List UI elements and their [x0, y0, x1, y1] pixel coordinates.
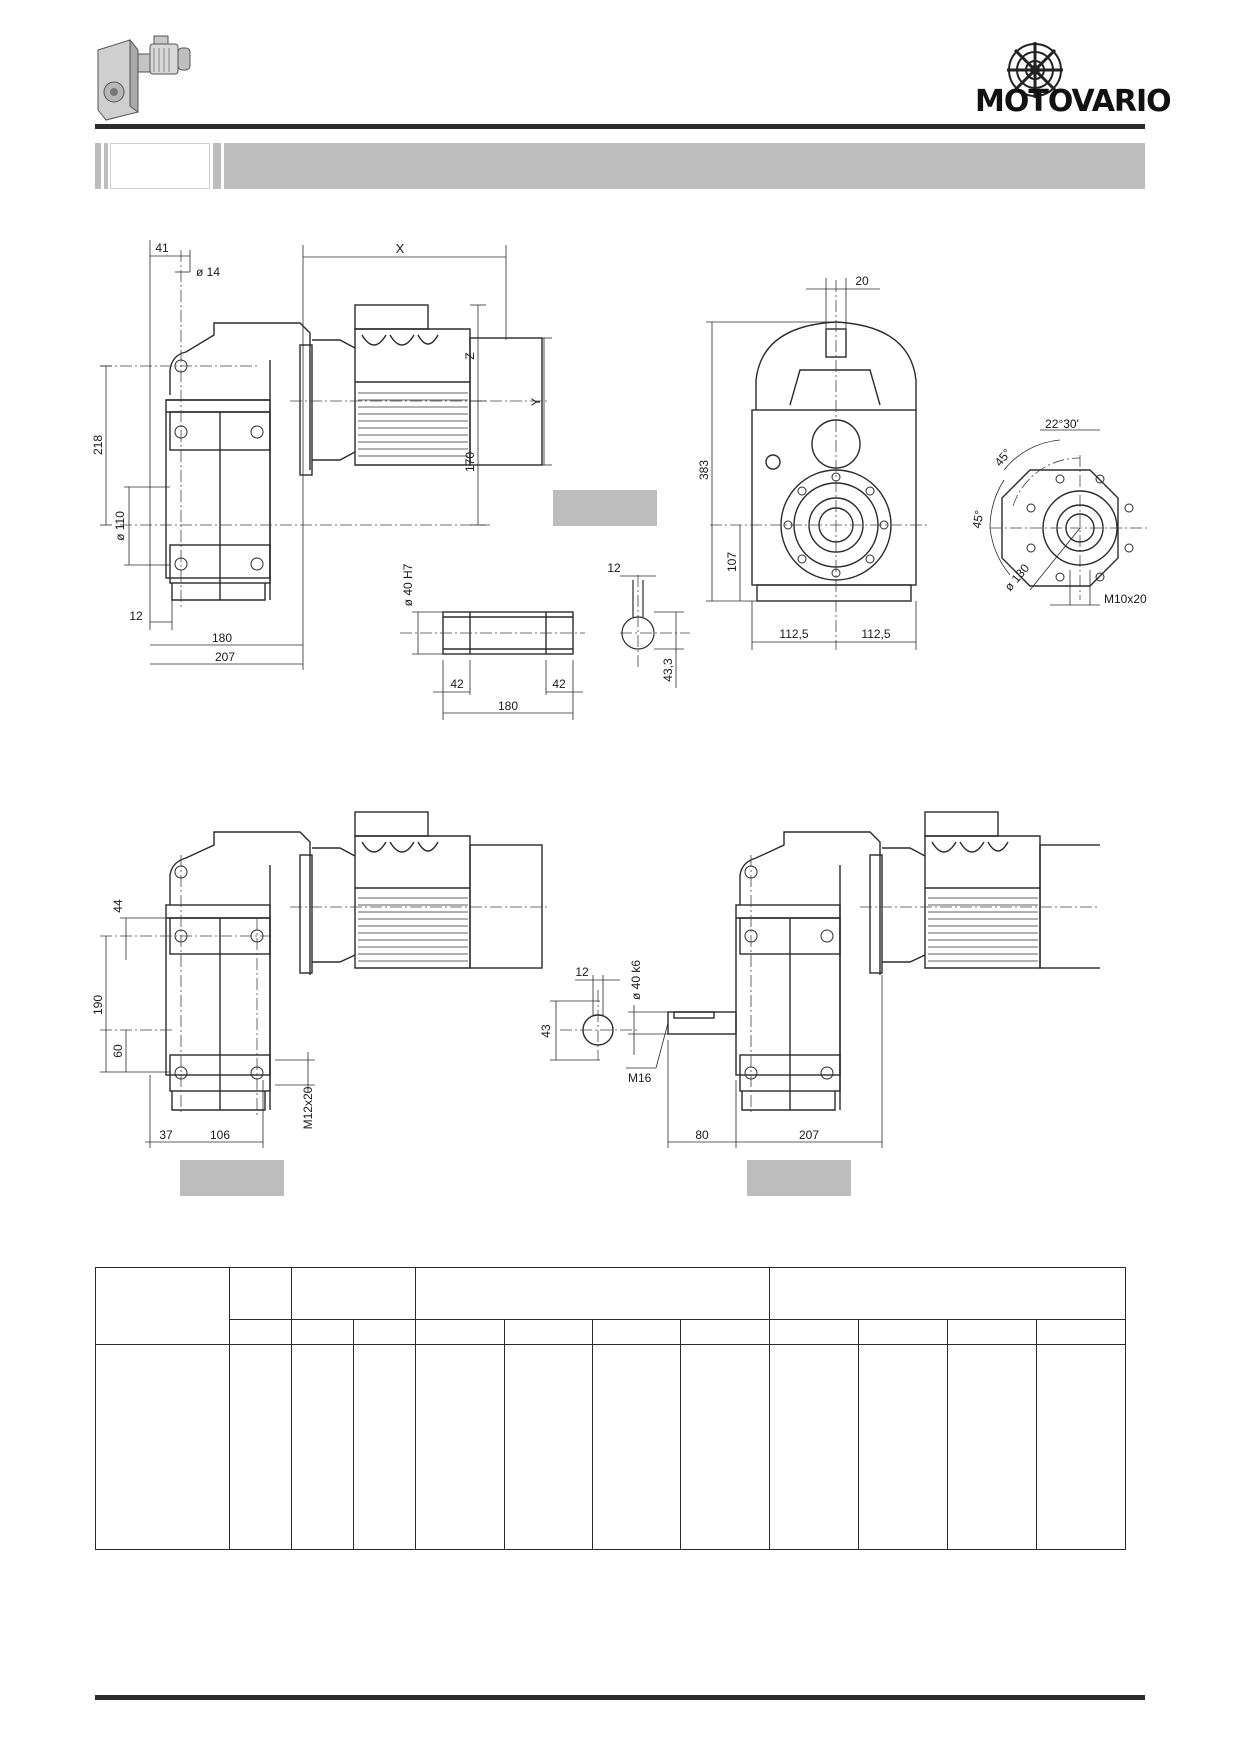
- table-header-cell: [290, 1319, 354, 1345]
- dim-shaft-40k6: ø 40 k6: [629, 960, 643, 1000]
- dim-170: 170: [463, 452, 477, 472]
- motovario-gear-emblem-icon: [1007, 42, 1063, 98]
- dim-42-left: 42: [450, 677, 464, 691]
- dim-37: 37: [159, 1128, 173, 1142]
- footer-rule: [95, 1695, 1145, 1700]
- dim-bore-40H7: ø 40 H7: [401, 563, 415, 606]
- table-cell: [769, 1344, 860, 1550]
- dim-112-5-right: 112,5: [861, 627, 890, 641]
- table-header-cell: [95, 1267, 230, 1345]
- dim-60: 60: [111, 1044, 125, 1058]
- table-header-cell: [503, 1319, 594, 1345]
- table-header-cell: [680, 1319, 771, 1345]
- dim-106: 106: [210, 1128, 230, 1142]
- title-bar-code-box: [110, 143, 210, 189]
- gearmotor-foot-view: 44 190 60 M12x20 37 106: [91, 811, 550, 1148]
- dim-X: X: [396, 241, 405, 256]
- table-cell: [352, 1344, 416, 1550]
- angle-22-30: 22°30': [1045, 417, 1079, 431]
- hollow-shaft-detail: ø 40 H7 42 42 180 12 43,3: [400, 561, 690, 720]
- table-cell: [858, 1344, 949, 1550]
- table-header-cell: [228, 1267, 292, 1320]
- dim-80: 80: [695, 1128, 709, 1142]
- angle-45-upper: 45°: [992, 446, 1015, 469]
- dim-pcd-130: ø 130: [1002, 561, 1033, 594]
- dim-218: 218: [91, 435, 105, 455]
- flange-detail: 22°30' 45° 45° ø 130 M10x20: [970, 417, 1150, 606]
- dim-key-12: 12: [607, 561, 621, 575]
- dim-M16: M16: [628, 1071, 652, 1085]
- dim-180-shaft: 180: [498, 699, 518, 713]
- table-header-cell: [769, 1267, 1126, 1320]
- dim-112-5-left: 112,5: [779, 627, 808, 641]
- brand-wordmark: MOTOVARIO: [975, 84, 1172, 119]
- dim-20: 20: [855, 274, 869, 288]
- dim-180: 180: [212, 631, 232, 645]
- label-box: [553, 490, 657, 526]
- table-cell: [503, 1344, 594, 1550]
- dim-key-43-3: 43,3: [661, 658, 675, 682]
- table-cell: [414, 1344, 505, 1550]
- table-header-cell: [352, 1319, 416, 1345]
- gearbox-front-view: 20 383 107 112,5 112,5: [697, 274, 930, 650]
- table-header-row: [96, 1319, 1126, 1345]
- dim-42-right: 42: [552, 677, 566, 691]
- dim-43: 43: [540, 1024, 553, 1038]
- dim-M10x20: M10x20: [1104, 592, 1147, 606]
- dim-41: 41: [155, 241, 169, 255]
- table-cell: [680, 1344, 771, 1550]
- angle-45-lower: 45°: [970, 509, 987, 530]
- table-cell: [592, 1344, 682, 1550]
- gearmotor-shaft-view: 12 ø 40 k6 43 M16 80 207: [540, 811, 1100, 1148]
- dim-key-12-shaft: 12: [575, 965, 589, 979]
- table-header-cell: [228, 1319, 292, 1345]
- table-header-cell: [858, 1319, 949, 1345]
- table-header-cell: [947, 1319, 1038, 1345]
- spec-table: [95, 1267, 1126, 1550]
- label-box: [180, 1160, 284, 1196]
- title-bar-divider: [213, 143, 221, 189]
- dim-44: 44: [111, 899, 125, 913]
- dim-383: 383: [697, 460, 711, 480]
- table-header-cell: [414, 1319, 505, 1345]
- table-header-row: [95, 1267, 1126, 1345]
- gearmotor-side-view: 41 ø 14 X Z Y 170 218 ø 110 12 180 207: [91, 240, 552, 670]
- table-header-cell: [769, 1319, 860, 1345]
- table-header-cell: [1036, 1319, 1126, 1345]
- title-bar-stripe: [95, 143, 101, 189]
- dim-bore-110: ø 110: [113, 511, 127, 541]
- dim-Y: Y: [529, 398, 543, 406]
- table-header-cell: [414, 1267, 771, 1320]
- dim-Z: Z: [463, 352, 477, 359]
- dim-M12x20: M12x20: [301, 1086, 315, 1129]
- table-cell: [947, 1344, 1038, 1550]
- table-cell: [1036, 1344, 1126, 1550]
- table-row: [95, 1344, 1126, 1550]
- dim-12: 12: [129, 609, 143, 623]
- title-bar: [224, 143, 1145, 189]
- title-bar-stripe: [104, 143, 108, 189]
- gearmotor-thumbnail-icon: [97, 35, 191, 121]
- table-cell: [228, 1344, 292, 1550]
- table-header-cell: [592, 1319, 682, 1345]
- table-cell: [95, 1344, 230, 1550]
- header-rule: [95, 124, 1145, 129]
- dim-207: 207: [215, 650, 235, 664]
- label-box: [747, 1160, 851, 1196]
- dim-107: 107: [725, 552, 739, 572]
- dim-hole-14: ø 14: [196, 265, 220, 279]
- dim-207-shaft: 207: [799, 1128, 819, 1142]
- table-cell: [290, 1344, 354, 1550]
- table-header-cell: [290, 1267, 416, 1320]
- dim-190: 190: [91, 995, 105, 1015]
